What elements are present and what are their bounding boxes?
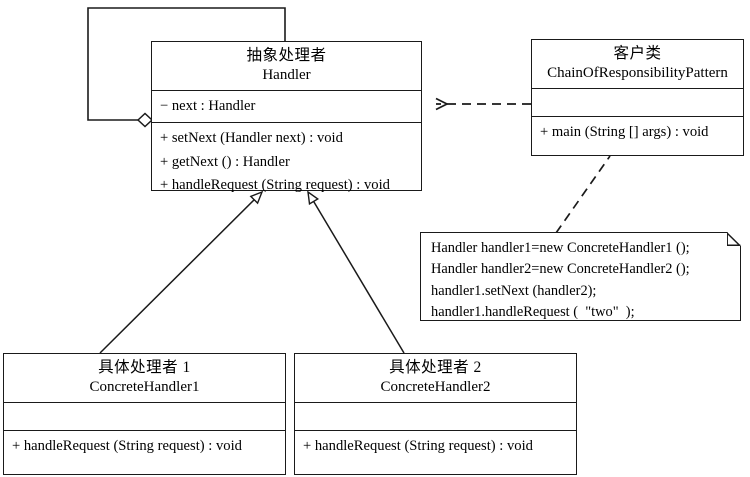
class-attributes-concrete2 xyxy=(295,402,576,430)
class-name-en: Handler xyxy=(262,66,311,83)
class-name-cn: 抽象处理者 xyxy=(246,47,327,64)
operation-row: + handleRequest (String request) : void xyxy=(303,438,533,455)
class-box-handler[interactable]: 抽象处理者 Handler − next : Handler + setNext… xyxy=(151,41,422,193)
note-code-line: Handler handler2=new ConcreteHandler2 ()… xyxy=(431,261,690,278)
class-name-en: ChainOfResponsibilityPattern xyxy=(547,64,728,81)
class-box-client[interactable]: 客户类 ChainOfResponsibilityPattern + main … xyxy=(531,39,744,156)
operation-row: + main (String [] args) : void xyxy=(540,124,709,141)
class-header-concrete1: 具体处理者 1 ConcreteHandler1 xyxy=(4,354,285,402)
class-box-concrete-handler-1[interactable]: 具体处理者 1 ConcreteHandler1 + handleRequest… xyxy=(3,353,286,475)
class-attributes-concrete1 xyxy=(4,402,285,430)
class-box-concrete-handler-2[interactable]: 具体处理者 2 ConcreteHandler2 + handleRequest… xyxy=(294,353,577,475)
note-code-line: handler1.handleRequest ( "two" ); xyxy=(431,303,635,320)
class-name-cn: 具体处理者 2 xyxy=(389,359,482,376)
class-header-handler: 抽象处理者 Handler xyxy=(152,42,421,90)
note-text: Handler handler1=new ConcreteHandler1 ()… xyxy=(420,232,741,329)
edge-note-anchor xyxy=(555,155,611,234)
class-name-cn: 客户类 xyxy=(613,45,662,62)
operation-row: + handleRequest (String request) : void xyxy=(12,438,242,455)
note-code-line: Handler handler1=new ConcreteHandler1 ()… xyxy=(431,240,690,256)
edge-generalization-concrete2 xyxy=(307,190,405,354)
class-attributes-handler: − next : Handler xyxy=(152,90,421,122)
class-name-cn: 具体处理者 1 xyxy=(98,359,191,376)
class-operations-concrete2: + handleRequest (String request) : void xyxy=(295,430,576,462)
class-operations-client: + main (String [] args) : void xyxy=(532,116,743,148)
edge-generalization-concrete1 xyxy=(99,190,264,354)
operation-row: + setNext (Handler next) : void xyxy=(160,130,343,147)
operation-row: + handleRequest (String request) : void xyxy=(160,176,390,193)
class-name-en: ConcreteHandler1 xyxy=(89,378,200,395)
note-box-sample-code[interactable]: Handler handler1=new ConcreteHandler1 ()… xyxy=(420,232,741,321)
class-operations-concrete1: + handleRequest (String request) : void xyxy=(4,430,285,462)
class-attributes-client xyxy=(532,88,743,116)
class-operations-handler: + setNext (Handler next) : void + getNex… xyxy=(152,122,421,200)
note-code-line: handler1.setNext (handler2); xyxy=(431,282,597,299)
class-header-concrete2: 具体处理者 2 ConcreteHandler2 xyxy=(295,354,576,402)
class-header-client: 客户类 ChainOfResponsibilityPattern xyxy=(532,40,743,88)
class-name-en: ConcreteHandler2 xyxy=(380,378,491,395)
operation-row: + getNext () : Handler xyxy=(160,153,290,170)
note-body xyxy=(420,232,741,321)
attribute-row: − next : Handler xyxy=(160,98,256,115)
